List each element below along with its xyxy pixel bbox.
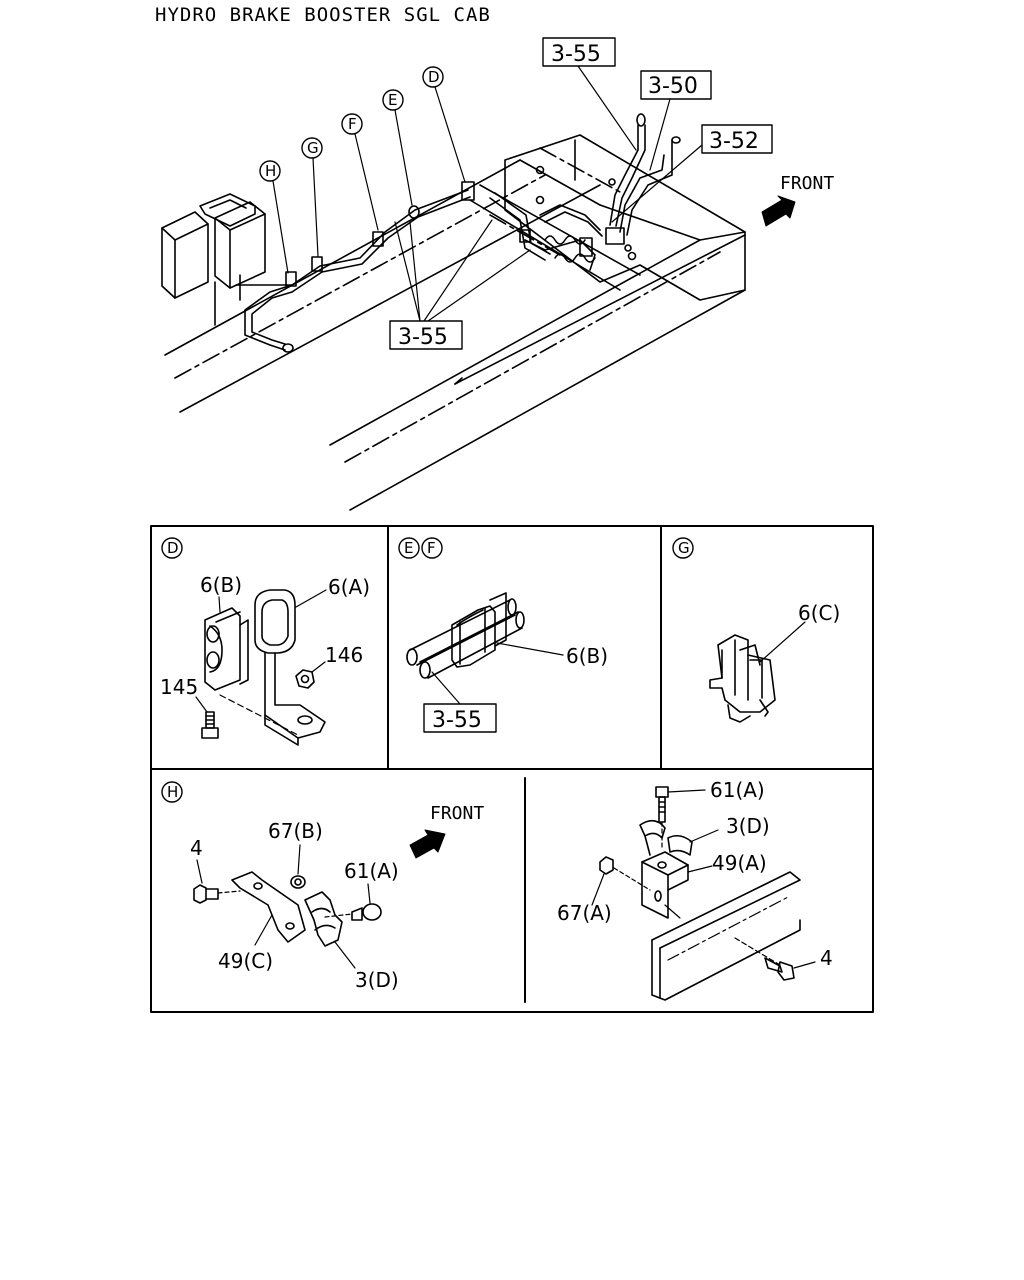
panel-ef bbox=[398, 537, 564, 733]
detail-label-67a: 67(A) bbox=[557, 901, 612, 925]
panel-h-front-label: FRONT bbox=[430, 803, 484, 824]
panel-f-circle-icon bbox=[421, 537, 443, 559]
callout-3-55-bottom-box bbox=[389, 320, 463, 350]
circle-d-letter: D bbox=[428, 68, 440, 86]
circle-g-letter: G bbox=[307, 139, 319, 157]
panel-h-label-67b: 67(B) bbox=[268, 819, 323, 843]
panel-g bbox=[672, 537, 806, 723]
panel-d-label-6a: 6(A) bbox=[328, 575, 370, 599]
circle-h-icon bbox=[259, 160, 281, 182]
panel-h-front-arrow-icon bbox=[409, 829, 446, 859]
panel-h-label-4: 4 bbox=[190, 836, 203, 860]
panel-d-letter: D bbox=[167, 539, 179, 557]
panel-d-label-6b: 6(B) bbox=[200, 573, 242, 597]
circle-e-letter: E bbox=[388, 91, 397, 109]
panel-h-label-61a: 61(A) bbox=[344, 859, 399, 883]
panel-g-circle-icon bbox=[672, 537, 694, 559]
panel-h-circle-icon bbox=[161, 781, 183, 803]
front-label: FRONT bbox=[780, 173, 834, 194]
detail-label-3d: 3(D) bbox=[726, 814, 770, 838]
circle-f-letter: F bbox=[348, 115, 357, 133]
chassis-overview bbox=[161, 113, 746, 511]
panel-f-letter: F bbox=[427, 539, 436, 557]
page-title: HYDRO BRAKE BOOSTER SGL CAB bbox=[155, 4, 491, 26]
front-arrow-icon bbox=[761, 195, 796, 227]
detail-label-49a: 49(A) bbox=[712, 851, 767, 875]
panel-d bbox=[161, 537, 327, 746]
circle-e-icon bbox=[382, 89, 404, 111]
callout-3-52-box bbox=[701, 124, 773, 154]
panel-d-circle-icon bbox=[161, 537, 183, 559]
callout-3-55-top-box bbox=[542, 37, 616, 67]
panel-h-label-3d: 3(D) bbox=[355, 968, 399, 992]
circle-g-icon bbox=[301, 137, 323, 159]
panel-h-label-49c: 49(C) bbox=[218, 949, 273, 973]
circle-f-icon bbox=[341, 113, 363, 135]
panel-h-letter: H bbox=[167, 783, 178, 801]
callout-3-50-box bbox=[640, 70, 712, 100]
panel-g-label-6c: 6(C) bbox=[798, 601, 840, 625]
circle-d-icon bbox=[422, 66, 444, 88]
detail-text: D 6(B) 6(A) 146 145 E F 6(B) 3-55 G 6(C)… bbox=[160, 539, 840, 992]
panel-d-label-146: 146 bbox=[325, 643, 363, 667]
callout-3-50: 3-50 bbox=[648, 74, 698, 99]
detail-label-61a: 61(A) bbox=[710, 778, 765, 802]
callout-3-55-top: 3-55 bbox=[551, 42, 601, 67]
detail-label-4: 4 bbox=[820, 946, 833, 970]
overview-text: 3-55 3-50 3-52 3-55 FRONT D E F G H bbox=[265, 42, 834, 350]
panel-g-letter: G bbox=[678, 539, 690, 557]
callout-3-55-bottom: 3-55 bbox=[398, 325, 448, 350]
panel-ef-callout: 3-55 bbox=[432, 708, 482, 733]
panel-detail bbox=[591, 786, 816, 1001]
callout-3-52: 3-52 bbox=[709, 129, 759, 154]
panel-h bbox=[161, 781, 446, 969]
detail-grid bbox=[150, 525, 874, 1013]
overview-callouts bbox=[259, 37, 796, 350]
panel-e-letter: E bbox=[404, 539, 413, 557]
panel-ef-label-6b: 6(B) bbox=[566, 644, 608, 668]
panel-e-circle-icon bbox=[398, 537, 420, 559]
panel-d-label-145: 145 bbox=[160, 675, 198, 699]
circle-h-letter: H bbox=[265, 162, 276, 180]
